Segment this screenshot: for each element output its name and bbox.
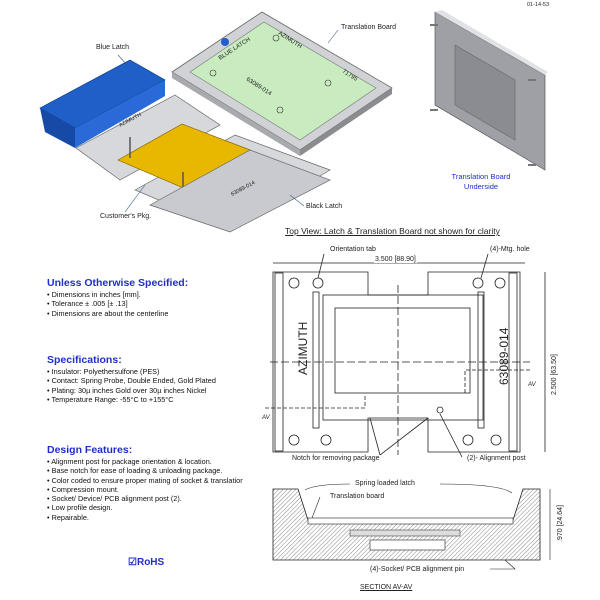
callout-blue-latch: Blue Latch <box>96 44 130 51</box>
list-item: Base notch for ease of loading & unloadi… <box>47 466 243 475</box>
label-notch: Notch for removing package <box>292 455 380 462</box>
rohs-badge: ☑RoHS <box>128 557 164 568</box>
list-item: Alignment post for package orientation &… <box>47 457 243 466</box>
label-alignment-post: (2)- Alignment post <box>467 455 526 462</box>
underside-caption-line1: Translation Board <box>451 172 511 181</box>
top-view-title: Top View: Latch & Translation Board not … <box>285 226 500 236</box>
underside-caption: Translation Board Underside <box>448 172 514 192</box>
list-item: Socket/ Device/ PCB alignment post (2). <box>47 494 243 503</box>
top-view-brand: AZIMUTH <box>296 322 310 375</box>
translation-board-drawing: BLUE LATCH AZIMUTH 63089-014 71795 <box>171 11 393 156</box>
features-list: Alignment post for package orientation &… <box>47 457 243 522</box>
list-item: Low profile design. <box>47 503 243 512</box>
list-item: Insulator: Polyethersulfone (PES) <box>47 367 216 376</box>
list-item: Temperature Range: -55°C to +155°C <box>47 395 216 404</box>
section-height-dim: .970 [24.64] <box>557 505 564 542</box>
unless-heading: Unless Otherwise Specified: <box>47 277 189 289</box>
section-title: SECTION AV-AV <box>360 584 413 591</box>
checkbox-icon: ☑ <box>128 557 137 568</box>
section-mark-left: AV <box>261 415 271 421</box>
list-item: Compression mount. <box>47 485 243 494</box>
translation-board-underside-drawing <box>430 10 548 171</box>
unless-list: Dimensions in inches [mm]. Tolerance ± .… <box>47 290 168 318</box>
height-dim: 2.500 [63.50] <box>551 354 558 395</box>
rohs-label: RoHS <box>136 557 165 568</box>
underside-caption-line2: Underside <box>463 182 499 191</box>
callout-black-latch: Black Latch <box>306 203 343 210</box>
label-translation-board: Translation board <box>330 493 385 500</box>
callout-customers-pkg: Customer's Pkg. <box>100 213 152 220</box>
list-item: Dimensions in inches [mm]. <box>47 290 168 299</box>
list-item: Plating: 30µ inches Gold over 30µ inches… <box>47 386 216 395</box>
list-item: Dimensions are about the centerline <box>47 309 169 318</box>
list-item: Repairable. <box>47 513 243 522</box>
top-view-part: 63089-014 <box>497 327 511 385</box>
section-mark-right: AV <box>527 382 537 388</box>
list-item: Color coded to ensure proper mating of s… <box>47 476 243 485</box>
label-spring-latch: Spring loaded latch <box>355 480 415 487</box>
label-orientation-tab: Orientation tab <box>330 246 376 253</box>
document-code: 01-14-53 <box>527 2 550 8</box>
label-alignment-pin: (4)-Socket/ PCB alignment pin <box>370 566 465 573</box>
label-mtg-hole: (4)-Mtg. hole <box>490 246 530 253</box>
list-item: Contact: Spring Probe, Double Ended, Gol… <box>47 376 216 385</box>
list-item: Tolerance ± .005 [± .13] <box>47 299 168 308</box>
specs-heading: Specifications: <box>47 354 122 366</box>
callout-translation-board: Translation Board <box>341 24 396 31</box>
features-heading: Design Features: <box>47 444 133 456</box>
width-dim: 3.500 [88.90] <box>374 256 417 263</box>
socket-drawing: AZIMUTH 63089-014 <box>39 59 331 233</box>
specs-list: Insulator: Polyethersulfone (PES) Contac… <box>47 367 216 404</box>
